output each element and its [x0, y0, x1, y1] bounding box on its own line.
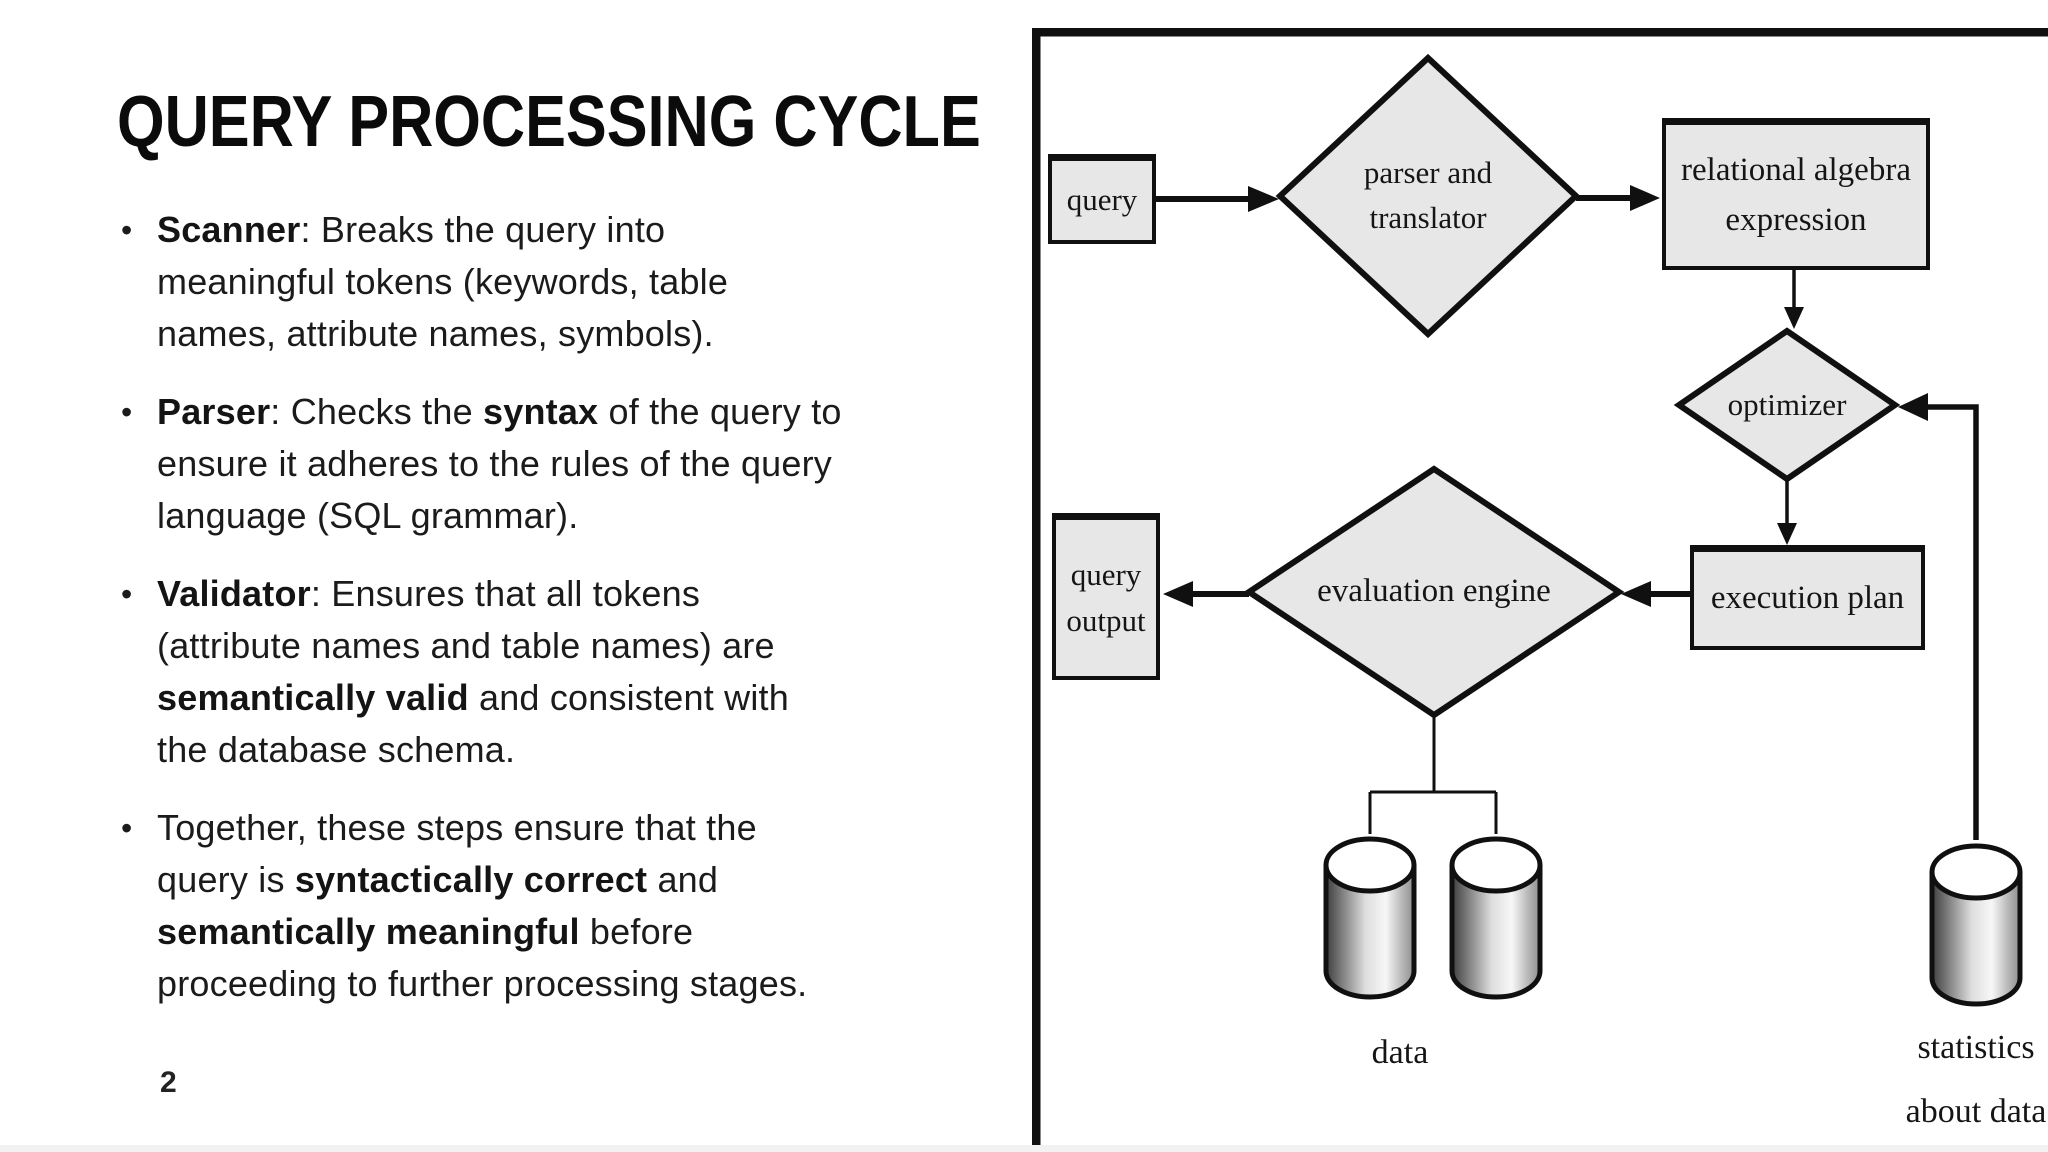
- query-output-node: query output: [1052, 513, 1160, 680]
- bullet-item: Validator: Ensures that all tokens(attri…: [117, 568, 1037, 776]
- parser-diamond: [1275, 53, 1581, 339]
- data-cylinder-right: [1449, 836, 1543, 1000]
- arrow-relational-algebra-to-optimizer: [1784, 270, 1804, 329]
- arrow-optimizer-to-execution-plan: [1777, 479, 1797, 545]
- statistics-label-line2: about data: [1905, 1093, 2047, 1130]
- parser-node-label: parser and translator: [1363, 155, 1493, 235]
- query-node: query: [1048, 154, 1156, 244]
- evaluation-engine-node-label: evaluation engine: [1317, 573, 1551, 610]
- statistics-label-line1: statistics: [1917, 1029, 2035, 1066]
- data-label: data: [1320, 1021, 1480, 1085]
- flowchart-canvas: [1032, 28, 2048, 1152]
- execution-plan-node-label: execution plan: [1710, 580, 1905, 617]
- execution-plan-node: execution plan: [1690, 545, 1925, 650]
- optimizer-node-label: optimizer: [1727, 386, 1847, 422]
- diagram-panel: query relational algebra expression exec…: [1032, 28, 2048, 1152]
- connector-evaluation-engine-to-data: [1368, 715, 1498, 834]
- relational-algebra-node: relational algebra expression: [1662, 118, 1930, 270]
- arrow-statistics-to-optimizer: [1898, 393, 1979, 840]
- data-cylinder-left: [1323, 836, 1417, 1000]
- bullet-item: Parser: Checks the syntax of the query t…: [117, 386, 1037, 542]
- bullet-item: Scanner: Breaks the query intomeaningful…: [117, 204, 1037, 360]
- arrow-evaluation-engine-to-query-output: [1163, 581, 1249, 607]
- bullet-item: Together, these steps ensure that theque…: [117, 802, 1037, 1010]
- query-node-label: query: [1066, 182, 1138, 218]
- statistics-label: statistics about data: [1890, 1016, 2048, 1144]
- slide-text-column: QUERY PROCESSING CYCLE Scanner: Breaks t…: [117, 86, 1037, 1036]
- panel-border: [1032, 28, 2048, 1152]
- data-label-text: data: [1371, 1034, 1429, 1071]
- statistics-cylinder: [1929, 843, 2023, 1007]
- query-output-node-label: query output: [1066, 556, 1146, 639]
- page-number: 2: [160, 1066, 177, 1099]
- arrow-parser-to-relational-algebra: [1576, 185, 1660, 211]
- slide-bottom-edge: [0, 1145, 2048, 1152]
- arrow-query-to-parser: [1156, 186, 1279, 212]
- arrow-execution-plan-to-evaluation-engine: [1621, 581, 1690, 607]
- bullet-list: Scanner: Breaks the query intomeaningful…: [117, 204, 1037, 1010]
- page-title: QUERY PROCESSING CYCLE: [117, 82, 981, 162]
- relational-algebra-node-label: relational algebra expression: [1681, 152, 1911, 238]
